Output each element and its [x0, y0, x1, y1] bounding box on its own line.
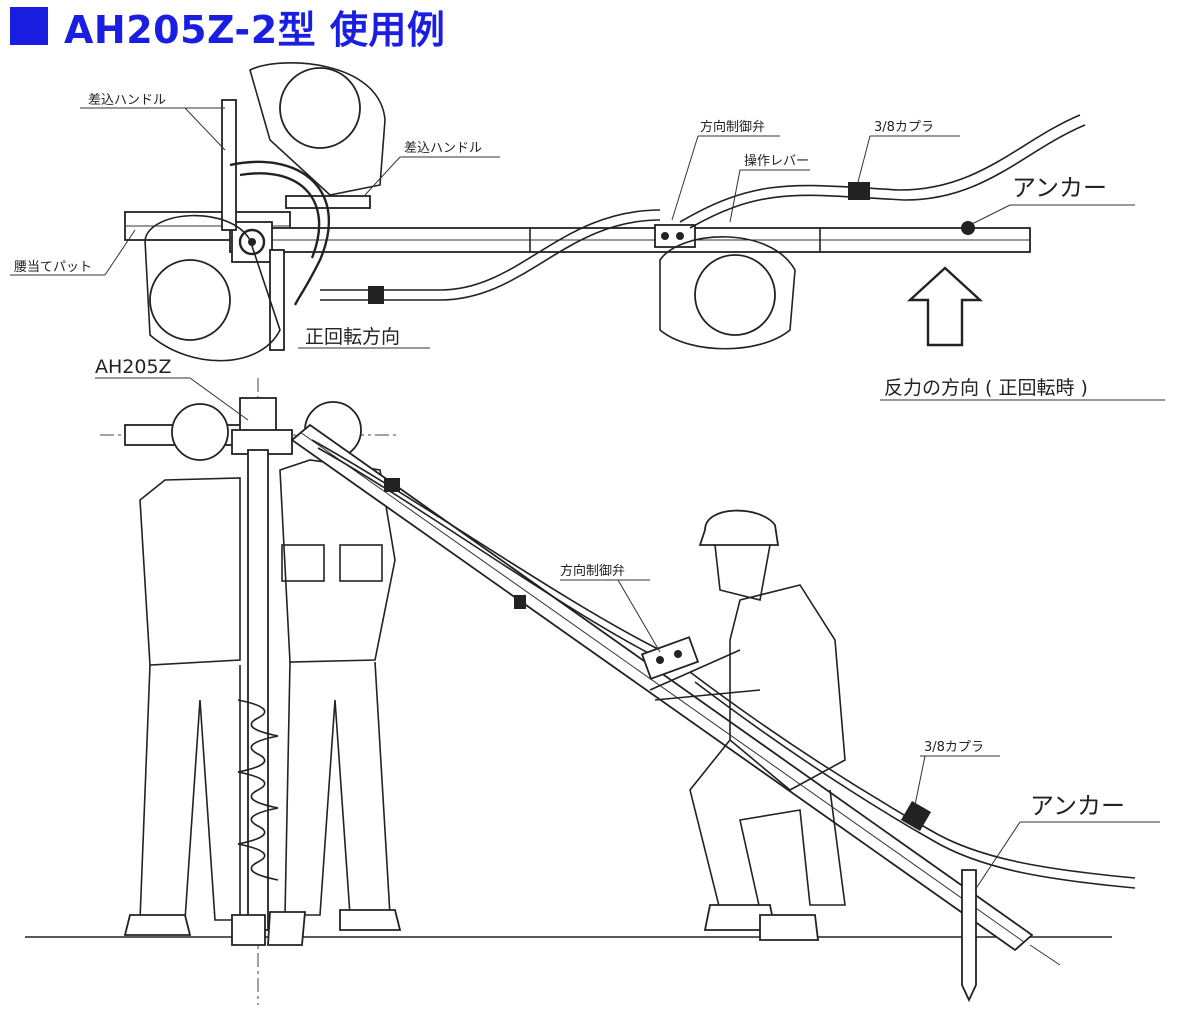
side-auger-shaft: [247, 449, 269, 931]
page-title: AH205Z-2型 使用例: [10, 2, 445, 52]
label-side-anchor: アンカー: [1030, 792, 1125, 820]
label-side-coupler: 3/8カプラ: [924, 740, 984, 755]
top-hose-out-a: [679, 114, 1081, 223]
label-forward-rotation: 正回転方向: [305, 326, 400, 348]
top-anchor-dot: [961, 221, 975, 235]
top-worker2-body: [144, 214, 281, 362]
label-side-direction-valve: 方向制御弁: [560, 563, 625, 579]
side-view: AH205Z 方向制御弁 3/8カプラ アンカー: [25, 356, 1160, 1005]
top-worker2-head: [149, 259, 231, 341]
top-worker3-body: [659, 236, 796, 350]
side-coupler-upper: [384, 478, 400, 492]
label-top-anchor: アンカー: [1012, 174, 1107, 202]
side-auger-spiral: [237, 699, 279, 881]
label-handle-insert-right: 差込ハンドル: [404, 141, 482, 156]
side-worker3-helmet: [698, 509, 780, 546]
side-coupler-lower: [900, 800, 932, 832]
top-hose-b: [320, 219, 661, 301]
side-pipe-joint: [514, 595, 526, 609]
reaction-arrow-icon: [906, 266, 984, 347]
side-worker1-body: [139, 477, 241, 666]
label-handle-insert-left: 差込ハンドル: [88, 93, 166, 108]
top-hose-a: [320, 209, 661, 291]
label-waist-pad: 腰当てパット: [14, 260, 92, 275]
side-worker2-legs: [284, 661, 391, 916]
top-worker1-head: [279, 67, 361, 149]
top-coupler-right: [848, 182, 870, 200]
top-worker3-head: [694, 254, 776, 336]
side-hose-out-a: [689, 671, 1136, 879]
side-worker3-legs: [689, 739, 846, 911]
label-reaction-direction: 反力の方向 ( 正回転時 ): [884, 377, 1088, 399]
title-text: AH205Z-2型 使用例: [64, 7, 446, 52]
title-square-icon: [10, 7, 48, 45]
side-worker1-head: [171, 403, 229, 461]
side-worker3-body: [729, 584, 846, 791]
side-worker1-legs: [139, 664, 241, 921]
top-view: 差込ハンドル 差込ハンドル 腰当てパット 方向制御弁 操作レバー 3/8カプラ …: [10, 62, 1165, 401]
top-coupler-left: [368, 286, 384, 304]
label-model: AH205Z: [95, 356, 172, 378]
side-hose-a: [311, 439, 661, 651]
label-top-direction-valve: 方向制御弁: [700, 119, 765, 135]
side-direction-valve: [640, 636, 700, 680]
side-worker3-head: [714, 544, 771, 601]
rotation-arc: [229, 160, 331, 306]
label-top-coupler: 3/8カプラ: [874, 120, 934, 135]
top-worker1-body: [249, 62, 386, 196]
label-operation-lever: 操作レバー: [744, 153, 809, 169]
side-anchor-stake: [961, 869, 977, 1003]
